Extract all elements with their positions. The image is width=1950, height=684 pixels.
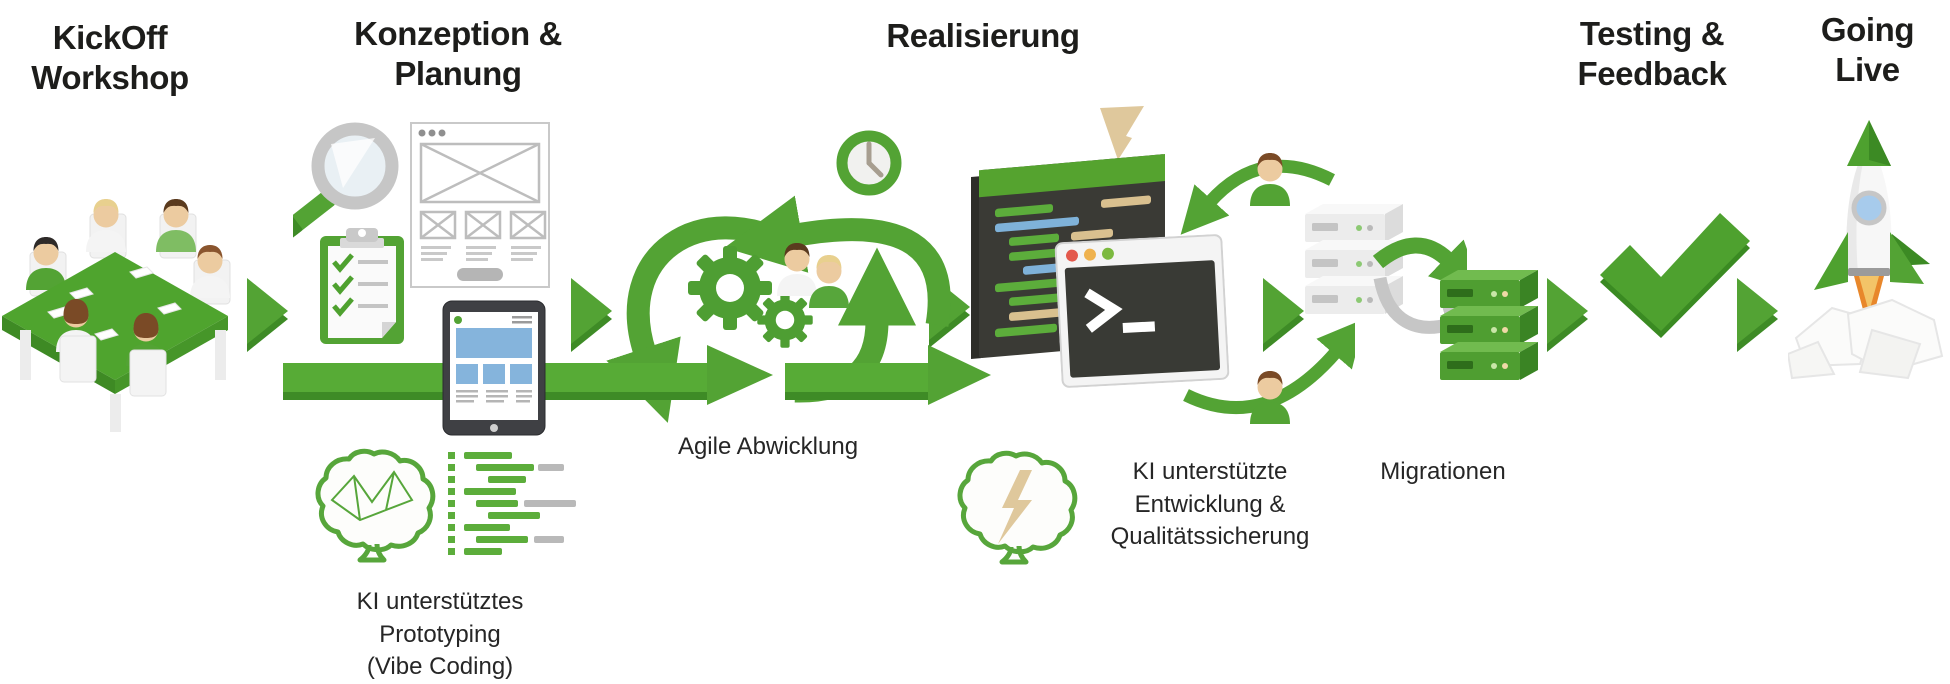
migration-arrows-icon [1372, 237, 1467, 345]
label-ki-prototyping: KI unterstütztes Prototyping (Vibe Codin… [356, 588, 524, 681]
tablet-textlines [456, 390, 532, 403]
ai-brain-icon [314, 448, 436, 563]
launch-smoke [1788, 298, 1944, 380]
gear-small-icon [757, 292, 813, 348]
phase-title-konzeption: Konzeption & Planung [354, 15, 562, 93]
rocket-left-fin [1814, 232, 1848, 290]
stage-arrow-icon [247, 278, 288, 352]
rocket-window [1851, 190, 1887, 226]
checklist-icon [320, 228, 404, 344]
checkmark-icon [1600, 213, 1750, 338]
rocket-band [1848, 268, 1890, 276]
server-stack-target-icon [1440, 270, 1538, 380]
clock-icon [836, 130, 902, 196]
prompt-cursor [1122, 321, 1156, 334]
meeting-table-icon [2, 199, 231, 432]
rocket-right-fin [1890, 232, 1924, 284]
phase-title-kickoff: KickOff Workshop [31, 19, 189, 97]
lightning-bolt [998, 470, 1032, 544]
stage-arrow-icon [1547, 278, 1588, 352]
rocket-nose-shade [1869, 120, 1891, 166]
reviewer-avatar-icon [1250, 371, 1290, 424]
rocket-body-shade [1846, 142, 1869, 274]
magnifier-handle [293, 190, 335, 238]
tablet-icon [442, 300, 546, 436]
phase-title-realisierung: Realisierung [886, 17, 1080, 54]
terminal-icon [1054, 234, 1230, 388]
wireframe-textlines [421, 246, 541, 261]
cursor-icon [1100, 106, 1144, 160]
checklist-rows [332, 253, 388, 317]
ai-bolt-brain-icon [956, 450, 1078, 565]
wireframe-boxes [419, 142, 547, 240]
prompt-chevron [1084, 288, 1123, 333]
rocket-icon [1788, 120, 1944, 380]
magnifier-icon [293, 122, 399, 238]
label-migrationen: Migrationen [1380, 458, 1506, 485]
label-agile-abwicklung: Agile Abwicklung [677, 433, 859, 460]
chair [129, 349, 167, 397]
label-ki-entwicklung: KI unterstützte Entwicklung & Qualitätss… [1110, 458, 1310, 551]
code-lines-icon [448, 452, 576, 555]
rocket-flame-core [1859, 276, 1879, 312]
chair [59, 335, 97, 383]
phase-title-golive: Going Live [1820, 11, 1915, 89]
brain-mesh [330, 470, 414, 522]
papers [47, 266, 182, 341]
phase-title-testing: Testing & Feedback [1577, 15, 1727, 93]
wireframe-icon [410, 122, 550, 288]
reviewer-avatar-icon [1250, 153, 1290, 206]
